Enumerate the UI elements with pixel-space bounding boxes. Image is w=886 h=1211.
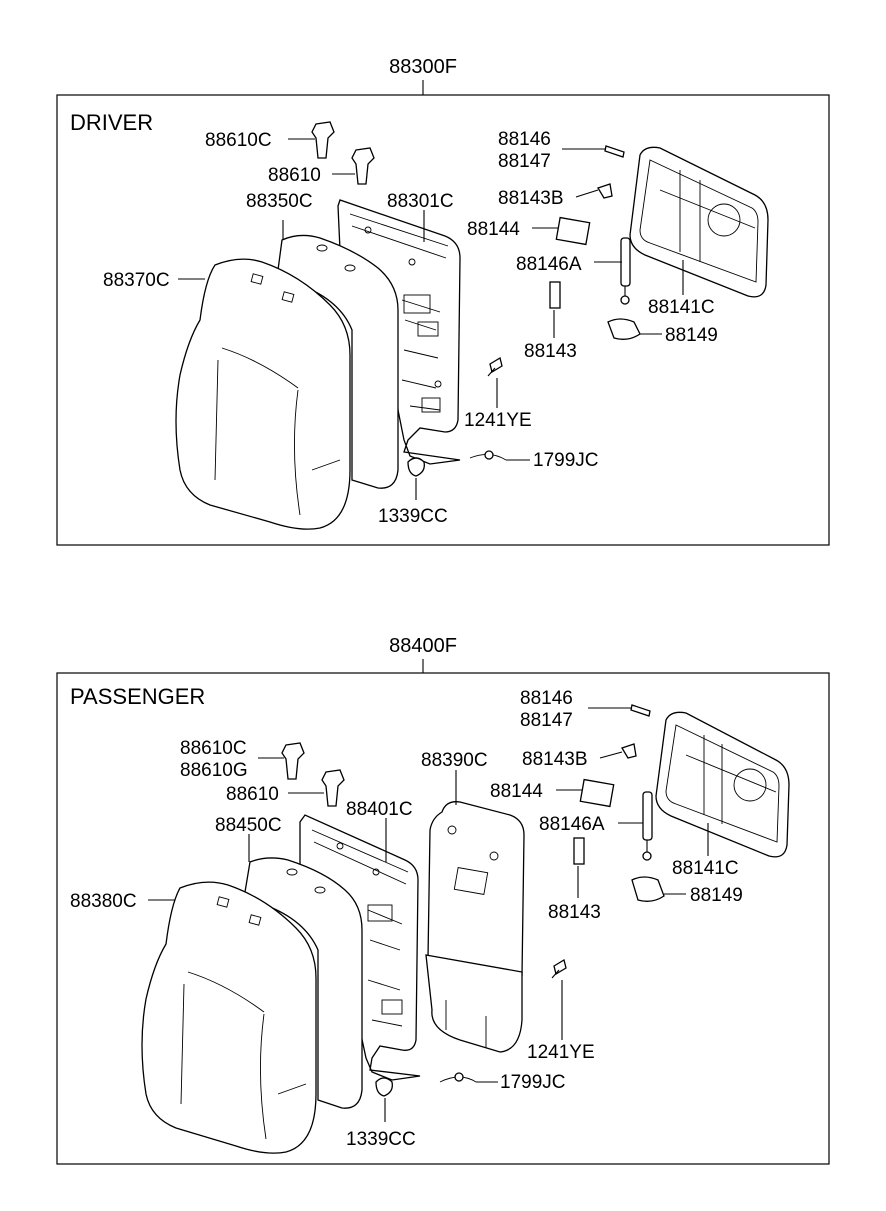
- label-88610: 88610: [268, 165, 321, 186]
- driver-assembly-number: 88300F: [389, 56, 457, 78]
- driver-back-board: [629, 146, 769, 298]
- label-88610C: 88610C: [180, 738, 247, 759]
- passenger-assembly-number: 88400F: [389, 635, 457, 657]
- label-1339CC: 1339CC: [346, 1129, 416, 1150]
- label-88350C: 88350C: [246, 191, 313, 212]
- label-88301C: 88301C: [387, 191, 454, 212]
- label-1241YE: 1241YE: [527, 1042, 595, 1063]
- passenger-back-panel: [425, 801, 525, 1053]
- label-88143B: 88143B: [522, 749, 588, 770]
- label-88147: 88147: [520, 710, 573, 731]
- label-1799JC: 1799JC: [500, 1072, 566, 1093]
- passenger-frame: [56, 672, 830, 1165]
- label-88143: 88143: [548, 902, 601, 923]
- label-88146: 88146: [520, 688, 573, 709]
- driver-headrest-guides: [311, 121, 375, 185]
- label-1799JC: 1799JC: [533, 450, 599, 471]
- passenger-section-label: PASSENGER: [70, 684, 205, 709]
- label-1339CC: 1339CC: [378, 506, 448, 527]
- label-88146A: 88146A: [539, 814, 605, 835]
- label-88390C: 88390C: [421, 750, 488, 771]
- label-88149: 88149: [665, 325, 718, 346]
- driver-section-label: DRIVER: [70, 110, 153, 135]
- label-88141C: 88141C: [648, 297, 715, 318]
- driver-seatback-cover: [175, 258, 351, 530]
- label-88610: 88610: [226, 784, 279, 805]
- label-88141C: 88141C: [672, 858, 739, 879]
- passenger-part-labels: 88610C 88610G 88610 88450C 88401C 88390C…: [70, 688, 743, 1150]
- label-88147: 88147: [498, 151, 551, 172]
- label-88610C: 88610C: [205, 130, 272, 151]
- label-88610G: 88610G: [180, 760, 248, 781]
- driver-section: 88300F DRIVER: [56, 56, 830, 546]
- driver-frame: [56, 94, 830, 546]
- driver-part-labels: 88610C 88610 88350C 88301C 88370C 88146 …: [103, 129, 718, 527]
- passenger-seatback-cover: [141, 881, 317, 1154]
- passenger-seatback-pad: [244, 857, 363, 1109]
- label-88149: 88149: [690, 885, 743, 906]
- driver-hardware: [407, 145, 641, 477]
- passenger-leaders: [148, 707, 709, 1122]
- label-88450C: 88450C: [215, 815, 282, 836]
- label-88144: 88144: [490, 781, 543, 802]
- label-88146A: 88146A: [516, 254, 582, 275]
- passenger-back-board: [655, 711, 790, 858]
- label-88143: 88143: [524, 341, 577, 362]
- driver-leaders: [178, 138, 684, 500]
- label-1241YE: 1241YE: [464, 410, 532, 431]
- label-88370C: 88370C: [103, 270, 170, 291]
- label-88146: 88146: [498, 129, 551, 150]
- passenger-headrest-guides: [281, 742, 345, 807]
- label-88401C: 88401C: [346, 799, 413, 820]
- label-88380C: 88380C: [70, 891, 137, 912]
- label-88144: 88144: [467, 219, 520, 240]
- label-88143B: 88143B: [498, 188, 564, 209]
- passenger-hardware: [375, 704, 665, 1097]
- passenger-section: 88400F PASSENGER: [56, 635, 830, 1165]
- driver-seatback-pad: [277, 234, 399, 489]
